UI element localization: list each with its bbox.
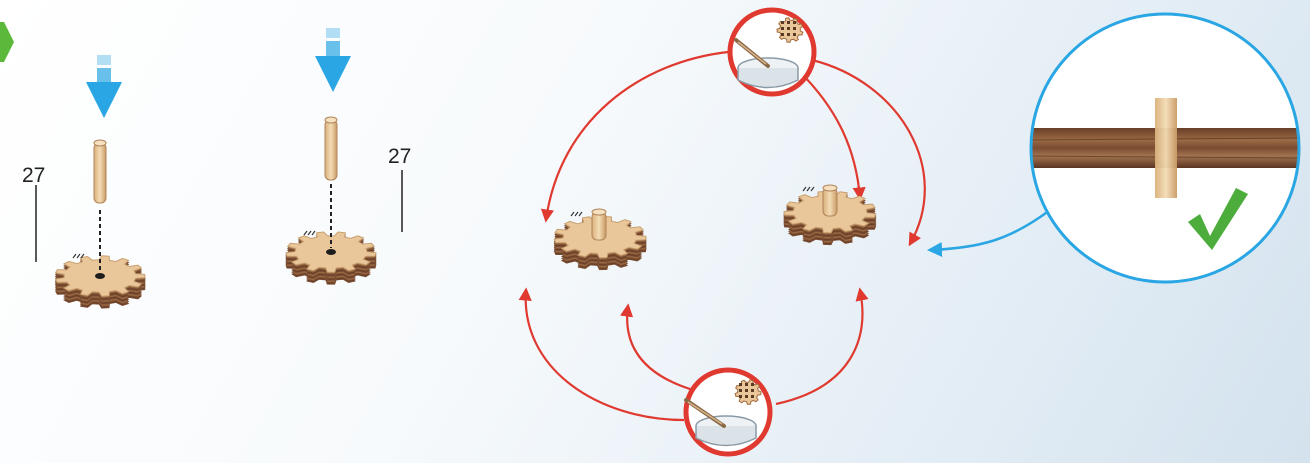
glue-cycle-diagram	[526, 10, 925, 454]
left-gear-assembly: 27	[22, 55, 145, 308]
glue-dish-icon	[730, 10, 814, 94]
peg-icon	[592, 209, 606, 240]
gear-icon	[286, 232, 376, 284]
peg-icon	[325, 117, 337, 180]
down-arrow-icon	[315, 28, 351, 92]
step-marker-icon	[0, 22, 14, 62]
middle-gear-assembly: 27	[286, 28, 411, 284]
down-arrow-icon	[86, 55, 122, 118]
middle-gear-part-number: 27	[388, 145, 411, 168]
peg-icon	[823, 185, 837, 216]
glue-dish-icon	[686, 370, 770, 454]
left-gear-part-number: 27	[22, 164, 45, 187]
magnifier-circle-icon	[930, 14, 1300, 282]
peg-icon	[94, 140, 106, 203]
gear-icon	[56, 256, 145, 308]
